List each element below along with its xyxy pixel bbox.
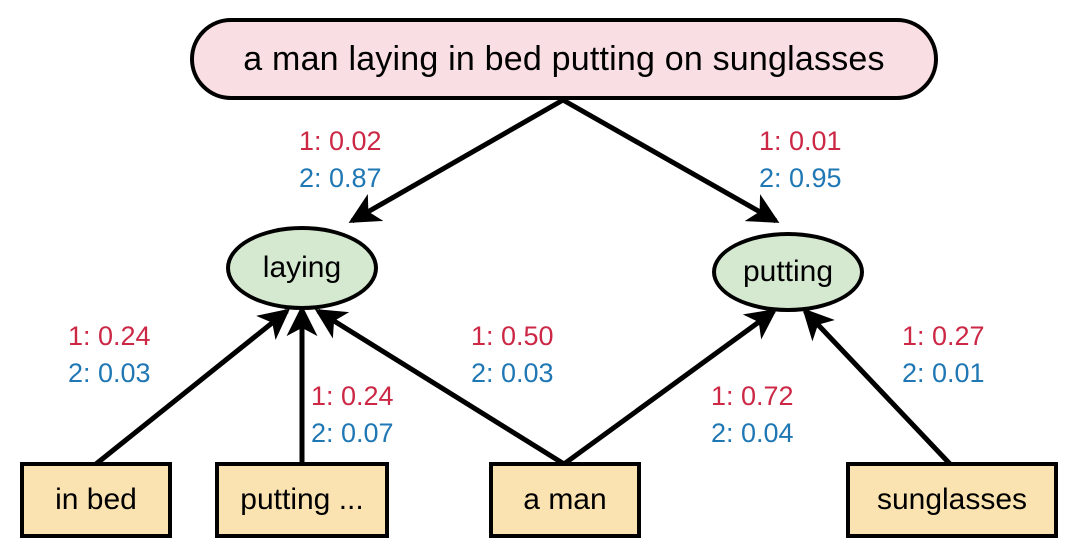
node-laying-label: laying xyxy=(262,251,342,284)
edge-weight-head1: 1: 0.24 xyxy=(68,321,151,351)
node-in-bed[interactable]: in bed xyxy=(20,462,172,538)
node-sunglasses[interactable]: sunglasses xyxy=(846,462,1058,538)
edge-label-caption-to-laying: 1: 0.02 2: 0.87 xyxy=(299,123,382,198)
edge-label-putting-ellipsis-to-laying: 1: 0.24 2: 0.07 xyxy=(311,378,394,453)
node-a-man-label: a man xyxy=(523,483,607,516)
edge-weight-head2: 2: 0.01 xyxy=(902,358,985,389)
edge-a-man-to-laying xyxy=(314,308,566,467)
edge-weight-head2: 2: 0.87 xyxy=(299,163,382,194)
edge-weight-head2: 2: 0.03 xyxy=(471,358,554,389)
edge-weight-head1: 1: 0.27 xyxy=(902,321,985,351)
edge-caption-to-laying xyxy=(348,97,565,224)
node-putting-label: putting xyxy=(742,255,834,288)
node-putting[interactable]: putting xyxy=(712,232,864,312)
node-sunglasses-label: sunglasses xyxy=(876,483,1028,516)
node-laying[interactable]: laying xyxy=(226,226,378,310)
edge-label-a-man-to-putting: 1: 0.72 2: 0.04 xyxy=(711,378,794,453)
edge-in-bed-to-laying xyxy=(94,308,291,466)
edge-weight-head2: 2: 0.03 xyxy=(68,358,151,389)
edge-weight-head1: 1: 0.01 xyxy=(759,126,842,156)
node-caption-label: a man laying in bed putting on sunglasse… xyxy=(243,40,885,78)
edge-weight-head1: 1: 0.50 xyxy=(471,321,554,351)
edge-a-man-to-putting xyxy=(562,308,778,467)
edge-label-a-man-to-laying: 1: 0.50 2: 0.03 xyxy=(471,318,554,393)
node-putting-ellipsis-label: putting ... xyxy=(240,483,364,516)
edge-weight-head2: 2: 0.95 xyxy=(759,163,842,194)
edge-weight-head1: 1: 0.02 xyxy=(299,126,382,156)
edge-caption-to-putting xyxy=(561,97,780,224)
edge-label-in-bed-to-laying: 1: 0.24 2: 0.03 xyxy=(68,318,151,393)
edge-weight-head2: 2: 0.07 xyxy=(311,418,394,449)
node-a-man[interactable]: a man xyxy=(489,462,641,538)
node-in-bed-label: in bed xyxy=(55,483,137,516)
edge-weight-head1: 1: 0.72 xyxy=(711,381,794,411)
edge-label-caption-to-putting: 1: 0.01 2: 0.95 xyxy=(759,123,842,198)
edge-label-sunglasses-to-putting: 1: 0.27 2: 0.01 xyxy=(902,318,985,393)
node-putting-ellipsis[interactable]: putting ... xyxy=(215,462,389,538)
node-caption[interactable]: a man laying in bed putting on sunglasse… xyxy=(190,18,938,100)
edge-sunglasses-to-putting xyxy=(802,308,952,466)
edge-weight-head1: 1: 0.24 xyxy=(311,381,394,411)
edge-weight-head2: 2: 0.04 xyxy=(711,418,794,449)
